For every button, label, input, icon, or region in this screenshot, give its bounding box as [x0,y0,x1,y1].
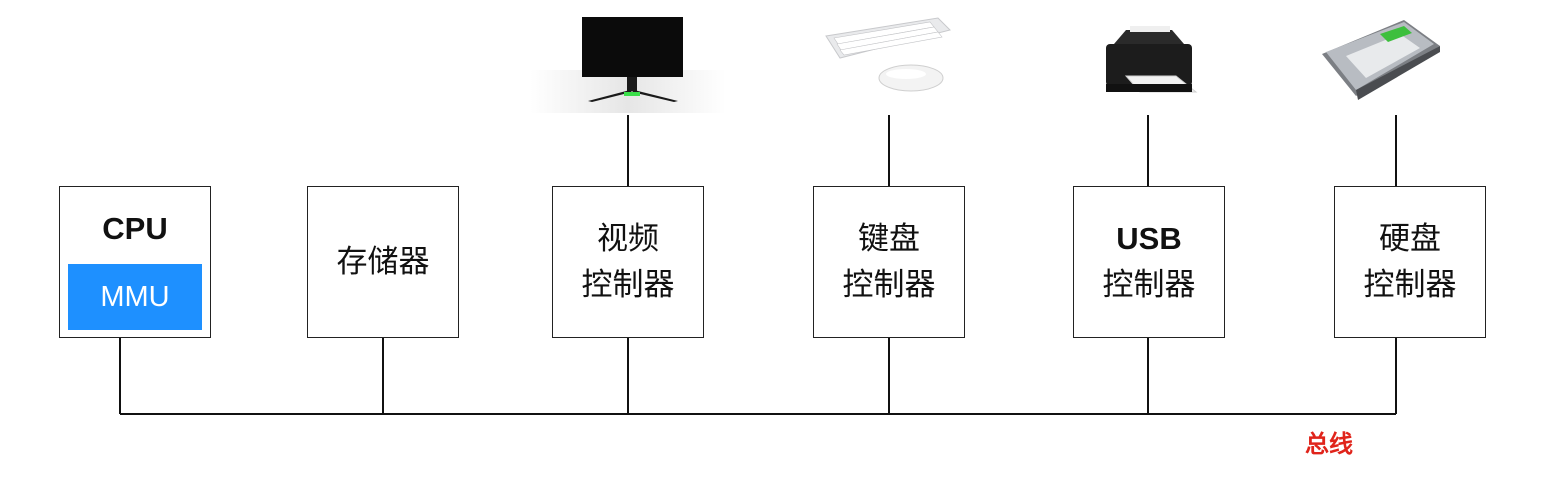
usb-label-line2: 控制器 [1102,267,1196,303]
hard-disk-icon [1322,20,1440,100]
keyboard-controller-box: 键盘 控制器 [813,186,965,338]
video-label-line2: 控制器 [581,267,675,303]
keyboard-label-line2: 控制器 [842,267,936,303]
usb-label-line1: USB [1116,221,1182,256]
video-label-line1: 视频 [597,221,659,257]
monitor-icon [530,17,726,113]
usb-controller-box: USB 控制器 [1073,186,1225,338]
cpu-label: CPU [102,211,168,246]
keyboard-label-line1: 键盘 [858,221,920,257]
memory-box: 存储器 [307,186,459,338]
mmu-box: MMU [68,264,202,330]
disk-label-line1: 硬盘 [1379,221,1441,257]
memory-label: 存储器 [336,244,430,280]
keyboard-mouse-icon [825,17,951,92]
cpu-box: CPU MMU [59,186,211,338]
video-controller-box: 视频 控制器 [552,186,704,338]
bus-label: 总线 [1305,430,1353,458]
printer-icon [1106,26,1198,93]
disk-label-line2: 控制器 [1363,267,1457,303]
disk-controller-box: 硬盘 控制器 [1334,186,1486,338]
